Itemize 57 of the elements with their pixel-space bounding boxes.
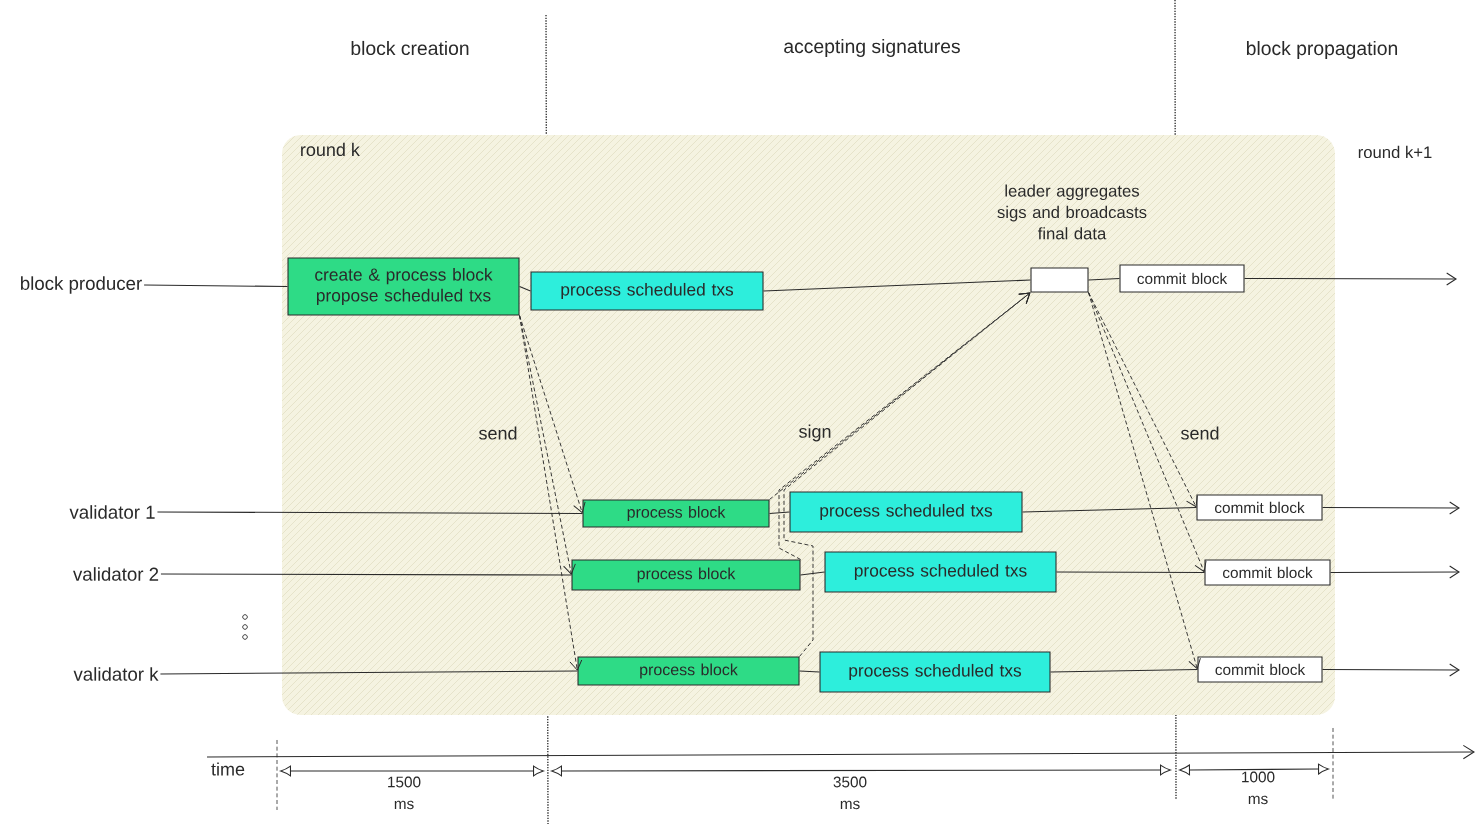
- lifeline: [769, 511, 790, 515]
- duration-value: 1000: [1242, 771, 1275, 783]
- process-box: process scheduled txs: [824, 551, 1057, 593]
- timeline-arrow: [1322, 663, 1460, 677]
- duration-unit: ms: [394, 800, 414, 810]
- commit-box: commit block: [1204, 559, 1331, 586]
- caption-text: leader aggregates sigs and broadcasts final data: [997, 184, 1147, 240]
- duration-unit: ms: [840, 800, 860, 810]
- message-label: sign: [799, 424, 831, 442]
- process-box: process block: [582, 499, 770, 528]
- lane-label: validator k: [73, 667, 159, 681]
- process-box: process block: [571, 559, 801, 591]
- process-box: create & process block propose scheduled txs: [287, 257, 520, 316]
- message-arrow: [519, 315, 586, 514]
- lifeline: [156, 511, 583, 515]
- round-label: round k+1: [1358, 145, 1432, 159]
- timeline-arrow: [1244, 272, 1457, 286]
- message-arrow: [1088, 292, 1207, 573]
- phase-heading: block propagation: [1246, 41, 1397, 59]
- lifeline: [763, 279, 1031, 292]
- duration-value: 1500: [388, 776, 421, 788]
- lane-label: validator 2: [73, 567, 159, 581]
- message-label: send: [1181, 426, 1219, 440]
- lifeline: [800, 571, 825, 576]
- process-box: process block: [577, 656, 800, 686]
- lifeline: [159, 670, 578, 675]
- lifeline: [519, 285, 531, 292]
- process-box: process scheduled txs: [530, 271, 764, 311]
- lane-label: block producer: [21, 276, 142, 294]
- phase-heading: block creation: [351, 40, 469, 56]
- round-label: round k: [301, 142, 360, 157]
- lifeline: [1088, 277, 1120, 281]
- lifeline: [1056, 571, 1205, 574]
- message-arrow: [783, 292, 1031, 657]
- commit-box: commit block: [1196, 494, 1323, 521]
- phase-heading: accepting signatures: [784, 39, 960, 57]
- message-label: send: [479, 426, 517, 440]
- axis-label: time: [211, 762, 245, 776]
- commit-box: commit block: [1197, 656, 1323, 683]
- message-arrow: [519, 315, 583, 671]
- lifeline: [1050, 668, 1198, 673]
- message-arrow: [519, 315, 576, 575]
- message-arrow: [1088, 292, 1201, 670]
- message-arrow: [769, 292, 1031, 500]
- duration-value: 3500: [833, 776, 867, 788]
- lifeline: [799, 670, 820, 673]
- timeline-arrow: [1330, 565, 1460, 579]
- timeline-arrow: [1322, 501, 1460, 515]
- process-box: process scheduled txs: [789, 491, 1023, 533]
- lifeline: [143, 284, 288, 288]
- commit-box: commit block: [1119, 264, 1245, 293]
- lane-label: validator 1: [69, 505, 155, 519]
- lifeline: [1022, 506, 1197, 513]
- duration-unit: ms: [1248, 795, 1268, 805]
- process-box: process scheduled txs: [819, 651, 1051, 693]
- lifeline: [160, 573, 572, 576]
- leader-box: [1030, 267, 1089, 293]
